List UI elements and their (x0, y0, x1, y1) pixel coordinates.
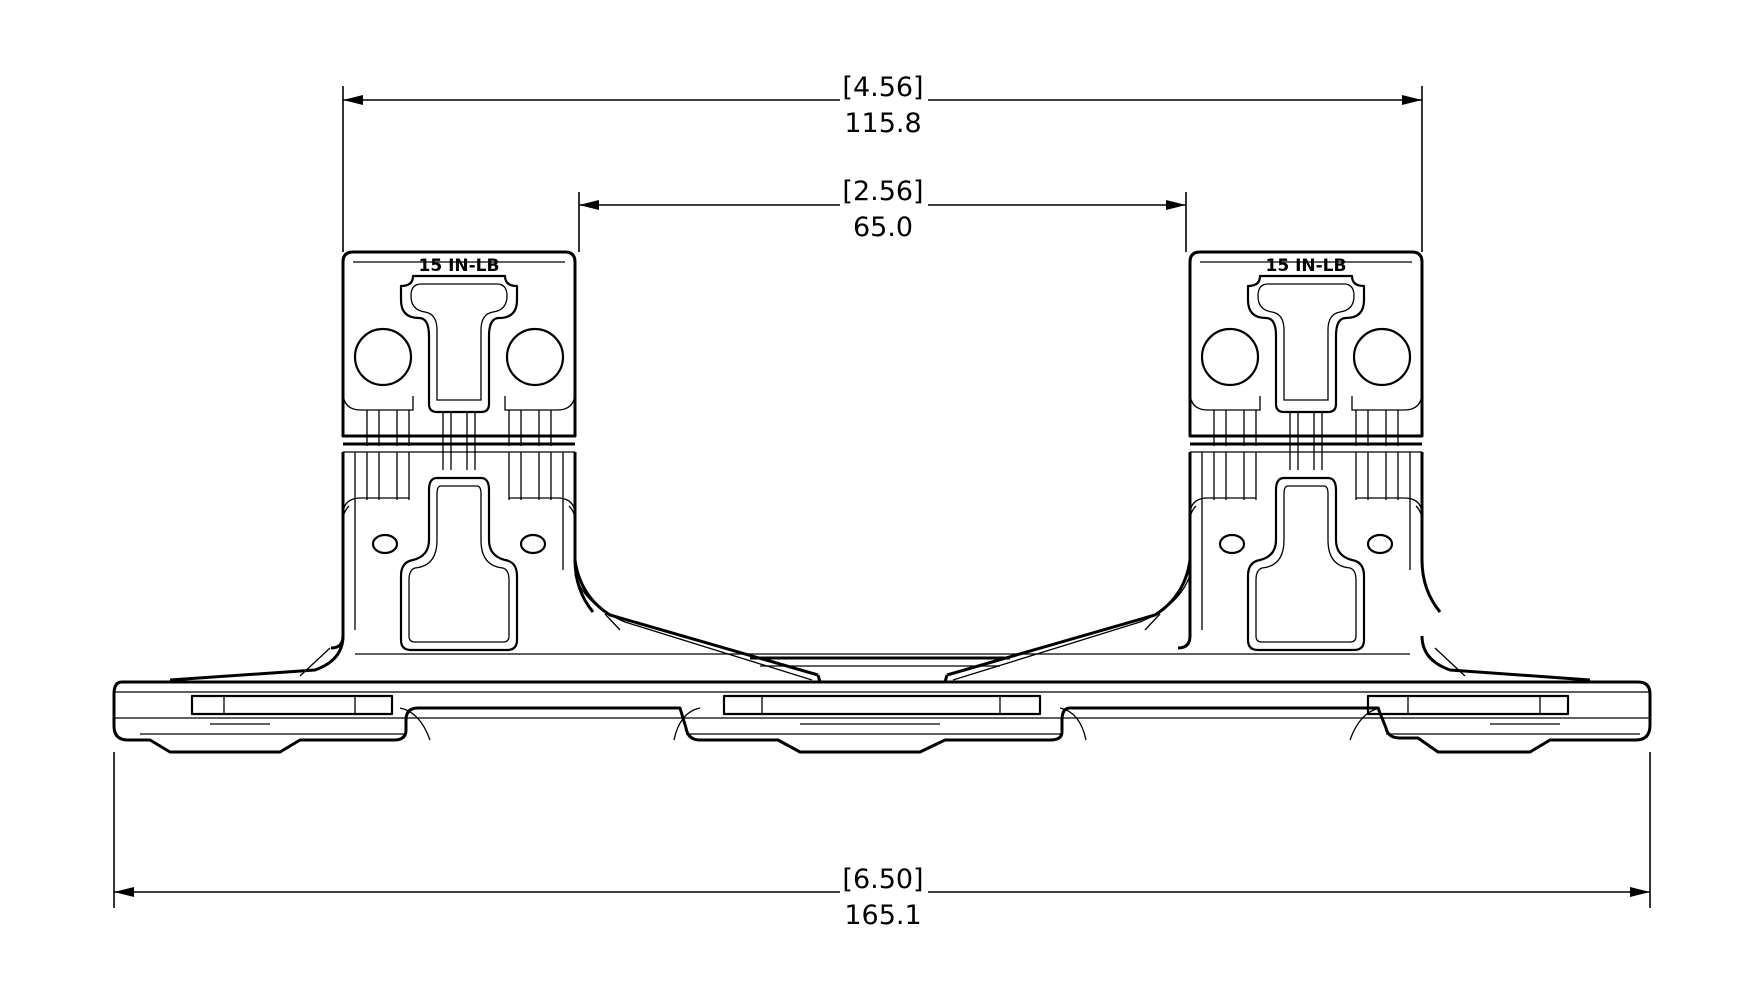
dimension-base-inch: [6.50] (842, 864, 923, 895)
torque-label-right: 15 IN-LB (1266, 256, 1347, 276)
dimension-top-mm: 115.8 (844, 108, 921, 139)
torque-label-left: 15 IN-LB (419, 256, 500, 276)
dimension-inner-gap: [2.56] 65.0 (578, 176, 1187, 252)
dimension-inner-mm: 65.0 (853, 212, 913, 243)
dimension-top-overall: [4.56] 115.8 (342, 72, 1423, 252)
dimension-base-mm: 165.1 (844, 900, 921, 931)
base-plate (112, 680, 1652, 754)
center-bridge (169, 559, 1591, 684)
right-clamp (1176, 250, 1442, 652)
dimension-inner-inch: [2.56] (842, 176, 923, 207)
left-clamp (329, 250, 595, 652)
dimension-top-inch: [4.56] (842, 72, 923, 103)
dimension-base-overall: [6.50] 165.1 (113, 752, 1651, 931)
